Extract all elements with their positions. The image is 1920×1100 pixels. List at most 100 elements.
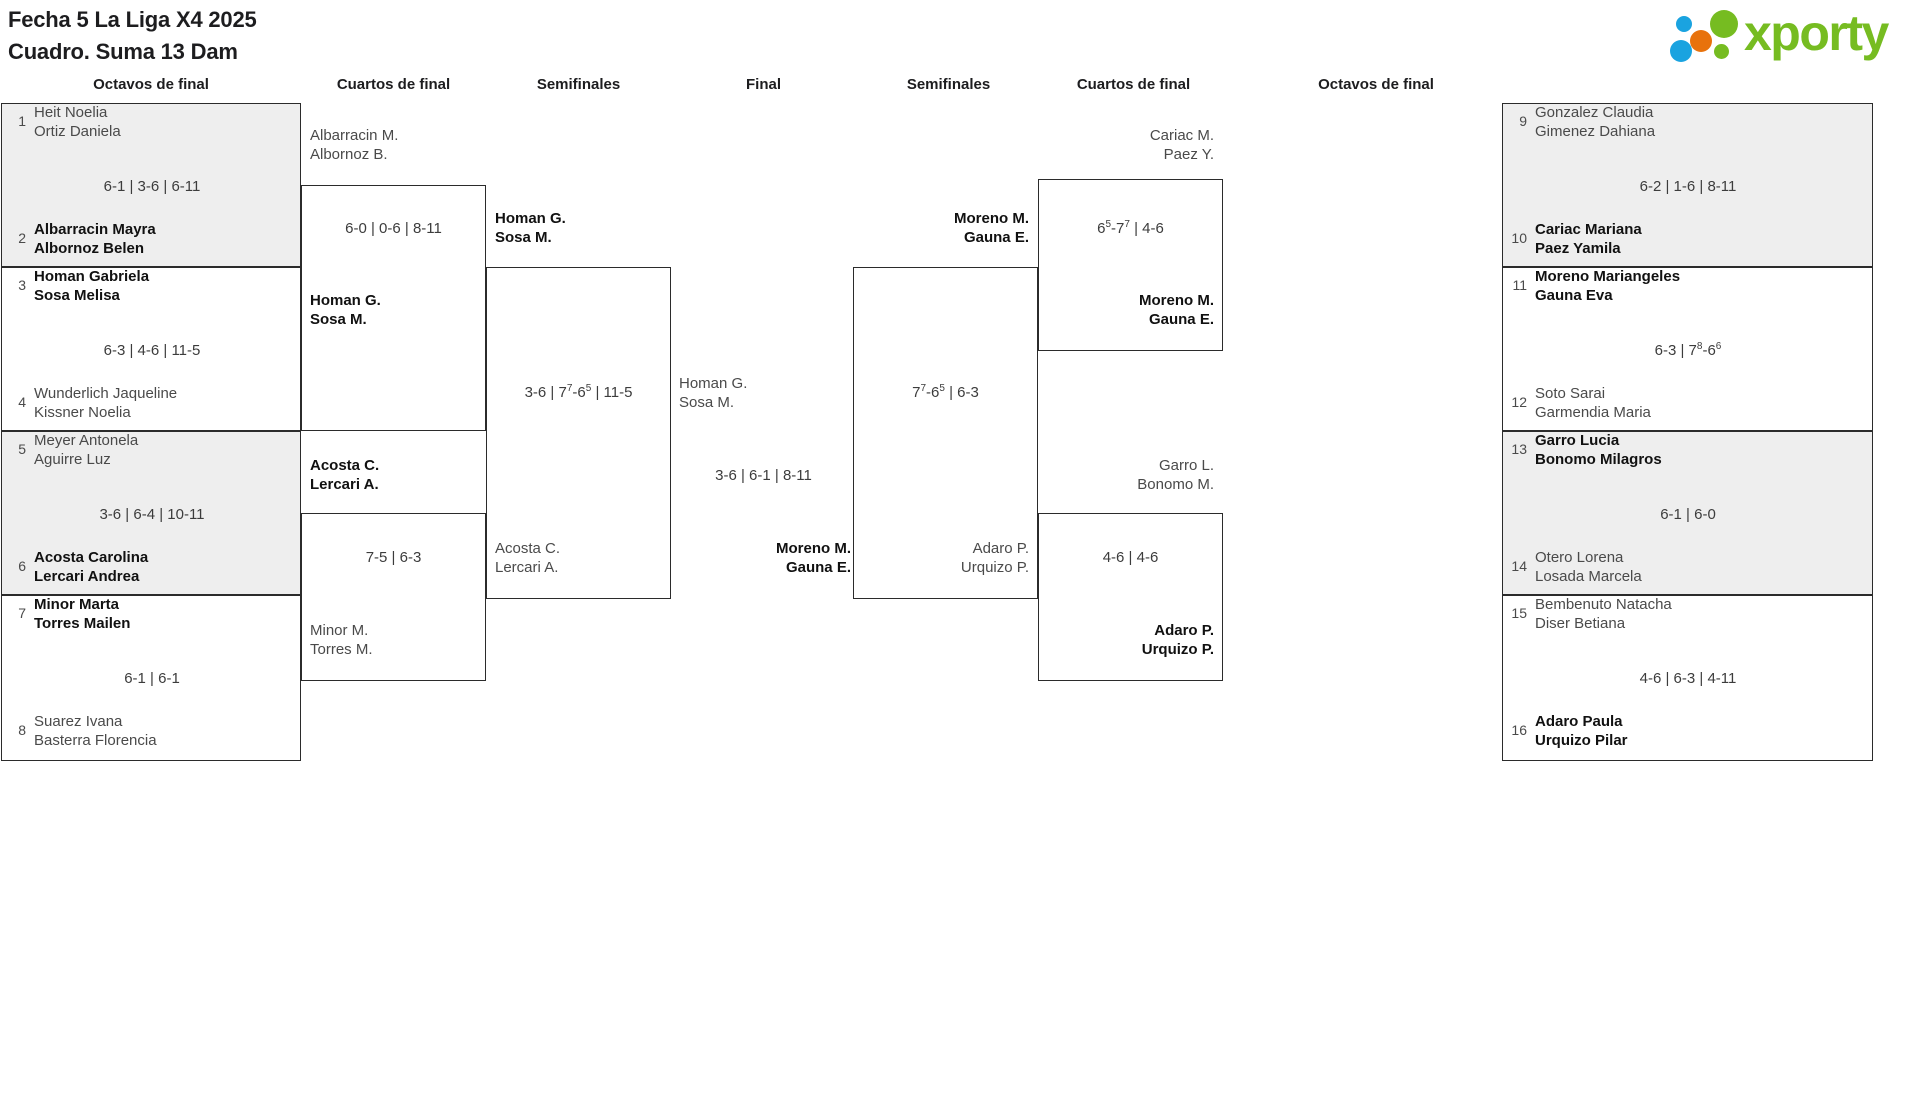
seed-number: 16 — [1511, 722, 1527, 738]
seed-number: 4 — [18, 394, 26, 410]
seed-number: 2 — [18, 230, 26, 246]
seed-number: 6 — [18, 558, 26, 574]
match-box-right-sf[interactable] — [853, 267, 1038, 599]
competitor-right-qf-1-bottom[interactable]: Moreno M.Gauna E. — [1139, 292, 1214, 328]
logo-dots-icon — [1666, 8, 1742, 62]
match-box-left-r16-3[interactable] — [1, 431, 301, 595]
seed-number: 1 — [18, 113, 26, 129]
competitor-left-qf-1-top[interactable]: Albarracin M.Albornoz B. — [310, 127, 399, 163]
score-left-sf: 3-6 | 77-65 | 11-5 — [524, 383, 633, 402]
competitor-final-top[interactable]: Homan G.Sosa M. — [679, 375, 748, 411]
match-box-right-r16-4[interactable] — [1502, 595, 1873, 761]
seed-number: 9 — [1519, 113, 1527, 129]
seed-number: 5 — [18, 441, 26, 457]
page-title: Fecha 5 La Liga X4 2025 Cuadro. Suma 13 … — [8, 4, 257, 68]
tournament-title-line1: Fecha 5 La Liga X4 2025 — [8, 7, 257, 32]
score-final: 3-6 | 6-1 | 8-11 — [715, 467, 812, 484]
score-left-r16-2: 6-3 | 4-6 | 11-5 — [103, 342, 201, 359]
seed-number: 11 — [1512, 277, 1527, 293]
seed-number: 7 — [18, 605, 26, 621]
score-left-qf-1: 6-0 | 0-6 | 8-11 — [345, 220, 442, 237]
score-right-r16-2: 6-3 | 78-66 — [1654, 341, 1722, 360]
round-header-right-sf: Semifinales — [906, 76, 991, 93]
seed-number: 10 — [1511, 230, 1527, 246]
competitor-right-sf-top[interactable]: Moreno M.Gauna E. — [954, 210, 1029, 246]
competitor-right-sf-bottom[interactable]: Adaro P.Urquizo P. — [960, 540, 1029, 576]
match-box-left-sf[interactable] — [486, 267, 671, 599]
seed-number: 14 — [1511, 558, 1527, 574]
match-box-right-r16-3[interactable] — [1502, 431, 1873, 595]
seed-number: 15 — [1511, 605, 1527, 621]
round-header-right-r16: Octavos de final — [1318, 76, 1434, 93]
tournament-title-line2: Cuadro. Suma 13 Dam — [8, 39, 238, 64]
match-box-right-r16-2[interactable] — [1502, 267, 1873, 431]
match-box-left-r16-4[interactable] — [1, 595, 301, 761]
score-left-qf-2: 7-5 | 6-3 — [365, 549, 422, 566]
round-header-left-sf: Semifinales — [536, 76, 621, 93]
match-box-left-r16-1[interactable] — [1, 103, 301, 267]
competitor-right-qf-2-top[interactable]: Garro L.Bonomo M. — [1137, 457, 1214, 493]
round-header-right-qf: Cuartos de final — [1076, 76, 1191, 93]
competitor-right-qf-2-bottom[interactable]: Adaro P.Urquizo P. — [1141, 622, 1214, 658]
logo-wordmark: xporty — [1744, 5, 1889, 61]
competitor-right-qf-1-top[interactable]: Cariac M.Paez Y. — [1149, 127, 1214, 163]
seed-number: 12 — [1511, 394, 1527, 410]
match-box-left-qf-2[interactable] — [301, 513, 486, 681]
score-right-qf-2: 4-6 | 4-6 — [1102, 549, 1159, 566]
round-header-left-r16: Octavos de final — [93, 76, 209, 93]
score-right-r16-4: 4-6 | 6-3 | 4-11 — [1639, 670, 1737, 687]
score-right-r16-3: 6-1 | 6-0 — [1660, 506, 1716, 523]
score-right-sf: 77-65 | 6-3 — [912, 383, 979, 402]
score-left-r16-1: 6-1 | 3-6 | 6-11 — [103, 178, 201, 195]
seed-number: 13 — [1511, 441, 1527, 457]
score-right-qf-1: 65-77 | 4-6 — [1097, 219, 1164, 238]
competitor-left-sf-bottom[interactable]: Acosta C.Lercari A. — [495, 540, 561, 576]
competitor-left-sf-top[interactable]: Homan G.Sosa M. — [495, 210, 566, 246]
match-box-right-r16-1[interactable] — [1502, 103, 1873, 267]
match-box-left-qf-1[interactable] — [301, 185, 486, 431]
match-box-right-qf-2[interactable] — [1038, 513, 1223, 681]
score-right-r16-1: 6-2 | 1-6 | 8-11 — [1639, 178, 1737, 195]
competitor-final-bottom[interactable]: Moreno M.Gauna E. — [776, 540, 851, 576]
competitor-left-qf-2-bottom[interactable]: Minor M.Torres M. — [310, 622, 373, 658]
competitor-left-qf-1-bottom[interactable]: Homan G.Sosa M. — [310, 292, 381, 328]
seed-number: 3 — [18, 277, 26, 293]
match-box-right-qf-1[interactable] — [1038, 179, 1223, 351]
match-box-left-r16-2[interactable] — [1, 267, 301, 431]
score-left-r16-4: 6-1 | 6-1 — [124, 670, 180, 687]
round-header-final: Final — [745, 76, 781, 93]
round-header-left-qf: Cuartos de final — [336, 76, 451, 93]
xporty-logo: xporty — [1666, 5, 1906, 64]
competitor-left-qf-2-top[interactable]: Acosta C.Lercari A. — [310, 457, 380, 493]
